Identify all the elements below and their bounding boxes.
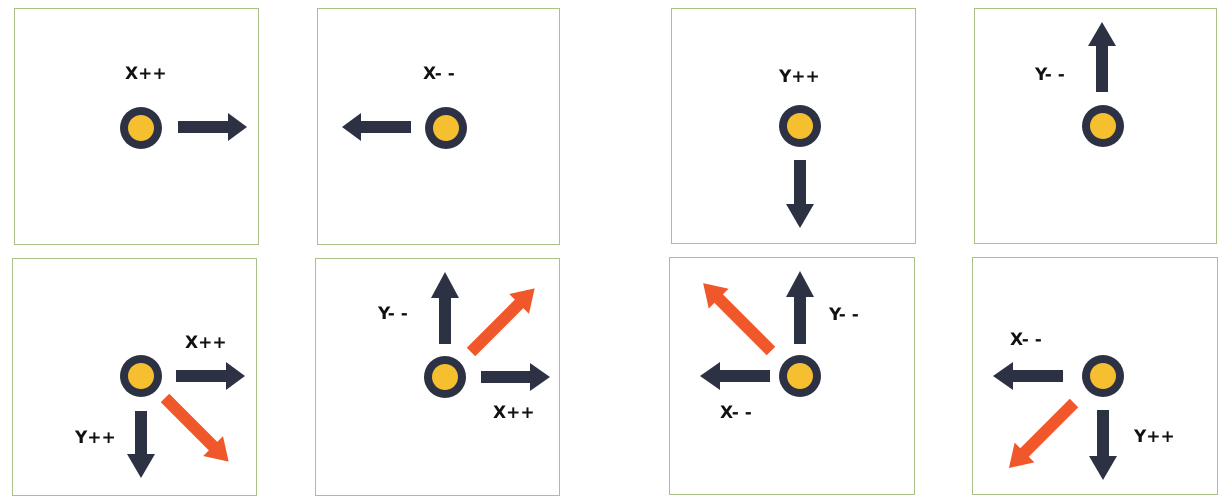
arrow-up-icon	[786, 271, 814, 344]
label-x-increment: X++	[493, 403, 535, 423]
label-y-decrement: Y- -	[377, 304, 408, 324]
arrow-left-icon	[342, 113, 411, 141]
arrow-right-icon	[481, 363, 550, 391]
label-y-increment: Y++	[74, 428, 116, 448]
origin-dot-icon	[779, 105, 821, 147]
origin-dot-icon	[120, 107, 162, 149]
label-x-increment: X++	[185, 333, 227, 353]
arrow-right-icon	[176, 362, 245, 390]
arrow-up-icon	[1088, 22, 1116, 92]
arrow-right-icon	[178, 113, 247, 141]
origin-dot-icon	[1082, 355, 1124, 397]
panel-5-content: X++ Y++	[74, 333, 245, 478]
origin-dot-icon	[1082, 105, 1124, 147]
label-y-decrement: Y- -	[1034, 65, 1065, 85]
label-y-increment: Y++	[778, 67, 820, 87]
origin-dot-icon	[779, 355, 821, 397]
label-x-increment: X++	[125, 64, 167, 84]
arrow-left-icon	[993, 362, 1063, 390]
label-x-decrement: X- -	[423, 64, 455, 84]
label-x-decrement: X- -	[720, 403, 752, 423]
origin-dot-icon	[120, 355, 162, 397]
panel-1-content: X++	[120, 64, 247, 149]
origin-dot-icon	[425, 107, 467, 149]
panel-3-content: Y++	[778, 67, 821, 228]
label-y-increment: Y++	[1133, 427, 1175, 447]
panel-7-content: Y- - X- -	[700, 271, 859, 423]
arrow-down-icon	[786, 160, 814, 228]
arrow-diagonal-up-left-icon	[703, 283, 776, 356]
arrow-diagonal-down-right-icon	[160, 393, 229, 462]
panel-4-content: Y- -	[1034, 22, 1124, 147]
arrow-up-icon	[431, 272, 459, 344]
arrow-down-icon	[127, 411, 155, 478]
label-y-decrement: Y- -	[828, 305, 859, 325]
arrow-down-icon	[1089, 410, 1117, 480]
label-x-decrement: X- -	[1010, 330, 1042, 350]
arrow-diagonal-down-left-icon	[1008, 398, 1079, 469]
panel-8-content: X- - Y++	[993, 330, 1175, 480]
origin-dot-icon	[424, 356, 466, 398]
panel-2-content: X- -	[342, 64, 467, 149]
arrow-diagonal-up-right-icon	[466, 288, 535, 357]
arrow-left-icon	[700, 362, 770, 390]
panel-6-content: Y- - X++	[377, 272, 550, 423]
